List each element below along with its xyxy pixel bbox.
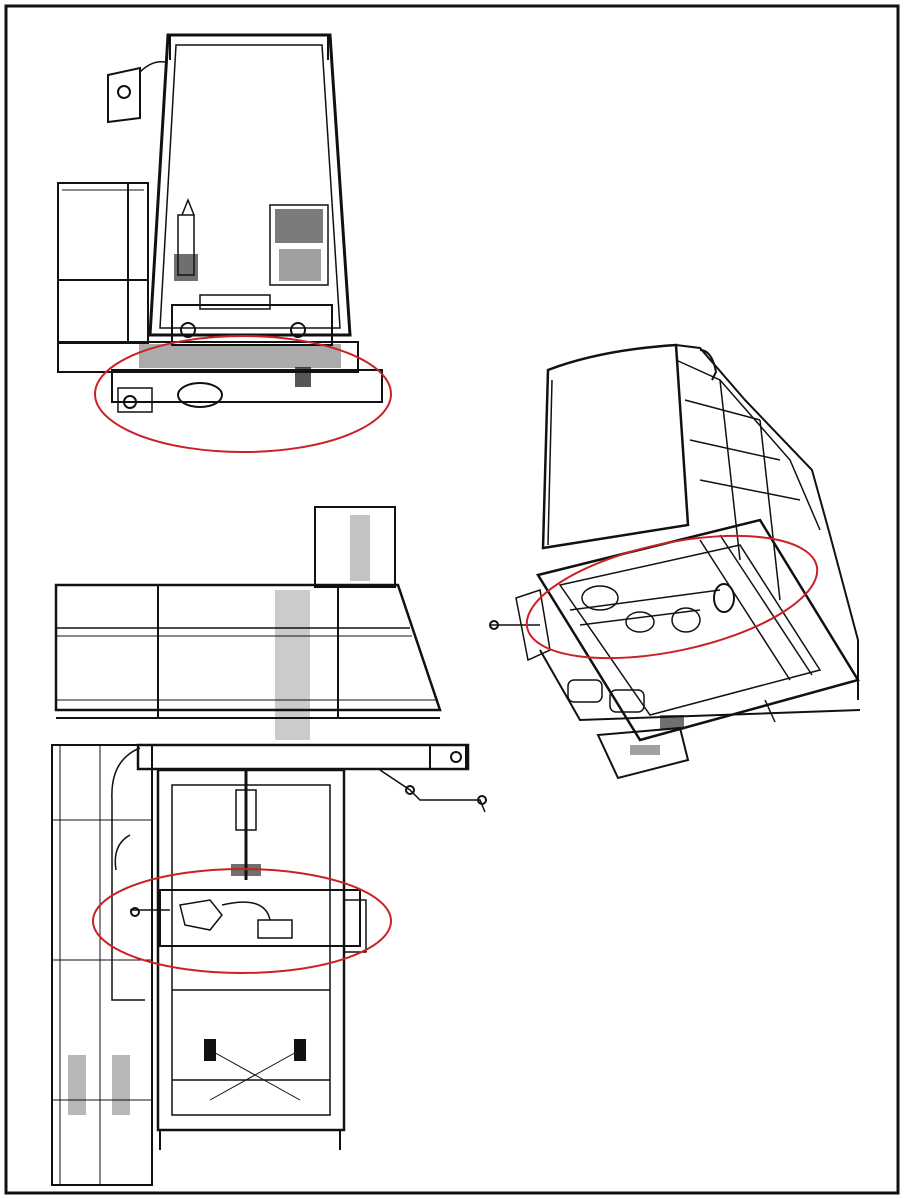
ellipse-top-view [94, 335, 392, 453]
ellipse-side-view [92, 868, 392, 974]
view-isometric [489, 343, 861, 780]
sheet-border [4, 4, 900, 1195]
ellipse-iso-view [525, 534, 819, 660]
view-top-front [57, 33, 383, 413]
view-side [51, 506, 487, 1186]
